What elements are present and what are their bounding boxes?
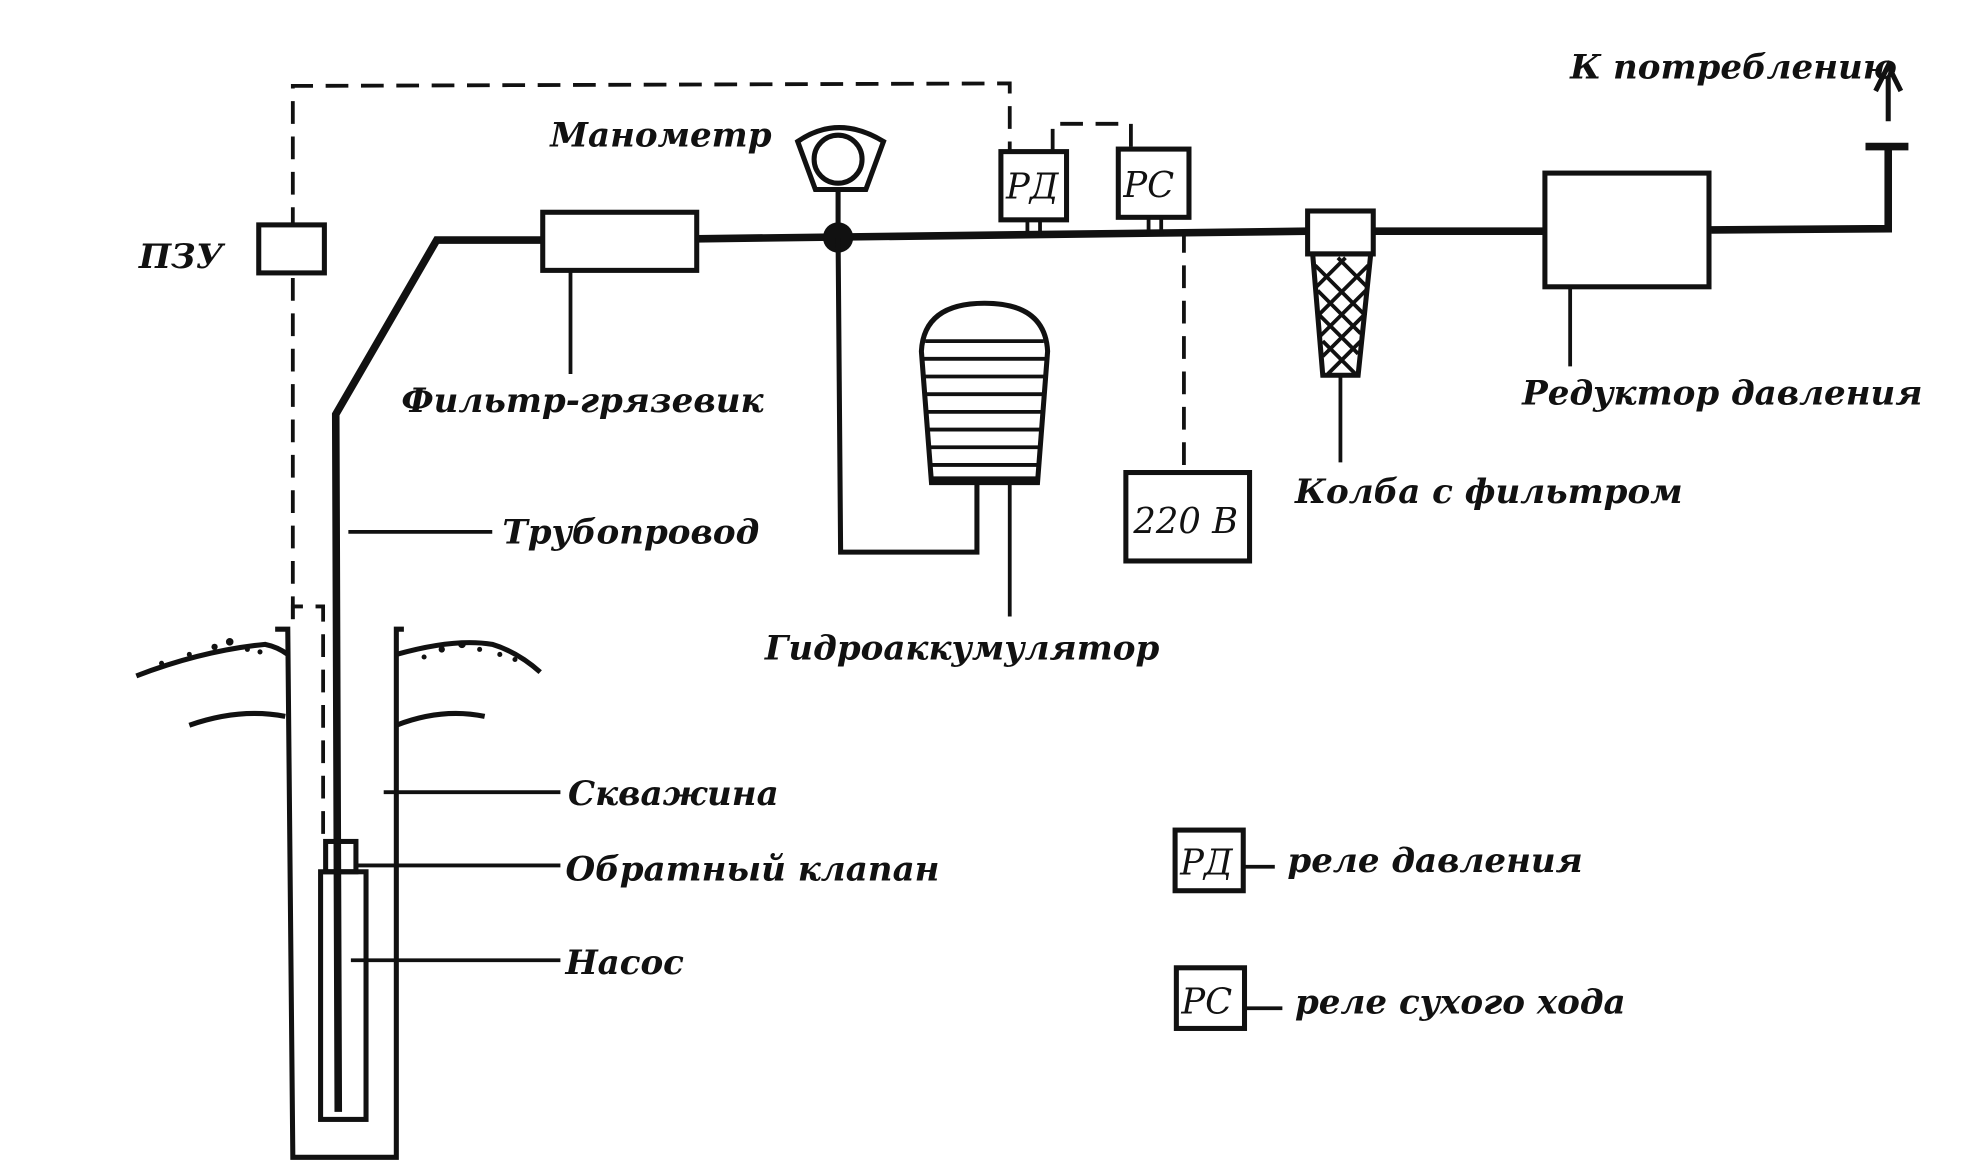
well-label: Скважина — [568, 774, 779, 814]
mud-filter — [540, 209, 700, 273]
legend: РД реле давления РС реле сухого хода — [1172, 827, 1626, 1031]
consumption-arrow-icon — [1873, 60, 1904, 122]
accumulator-tank — [918, 300, 1051, 486]
legend-dry-run-relay-text: реле сухого хода — [1295, 982, 1626, 1022]
check-valve-label: Обратный клапан — [565, 850, 939, 890]
legend-pressure-relay-text: реле давления — [1287, 841, 1582, 881]
manometer-label: Манометр — [549, 116, 771, 156]
ground-left-lower — [188, 710, 286, 728]
manometer-icon — [794, 125, 887, 193]
legend-dry-run-relay-code: РС — [1180, 981, 1232, 1022]
pressure-reducer-label: Редуктор давления — [1521, 373, 1922, 413]
manometer-dial — [811, 132, 865, 186]
dry-run-relay-code: РС — [1122, 165, 1174, 206]
accumulator-label: Гидроаккумулятор — [764, 629, 1160, 669]
filter-flask-head — [1305, 208, 1376, 257]
dry-run-relay-ports — [1146, 217, 1164, 235]
legend-pressure-relay-box — [1172, 827, 1246, 894]
pressure-relay-code: РД — [1005, 166, 1060, 207]
filter-flask-label: Колба с фильтром — [1294, 472, 1683, 512]
mud-filter-label: Фильтр-грязевик — [401, 381, 764, 421]
ground-right — [395, 640, 542, 675]
legend-dry-run-relay-box — [1173, 965, 1248, 1031]
pipeline-segment-4 — [1711, 149, 1893, 234]
pipeline-segment-2 — [696, 227, 1308, 243]
consumption-label: К потреблению — [1569, 47, 1897, 87]
control-cable-pump — [290, 604, 326, 847]
pressure-reducer-box — [1542, 170, 1712, 290]
accumulator-pipe — [835, 237, 980, 555]
legend-pressure-relay-code: РД — [1179, 842, 1234, 883]
pressure-relay-box — [998, 149, 1070, 223]
control-cable-rd-rs — [1050, 121, 1133, 155]
power-supply-box — [1123, 470, 1253, 564]
ground-right-lower — [395, 710, 486, 728]
soil-texture — [159, 638, 518, 666]
dry-run-relay-box — [1115, 146, 1192, 220]
power-supply-label: 220 В — [1132, 501, 1238, 542]
pzu-label: ПЗУ — [138, 237, 226, 277]
pressure-relay-ports — [1025, 219, 1042, 235]
ground-left — [135, 641, 290, 679]
accumulator-stripes — [923, 339, 1046, 467]
main-pipeline — [331, 236, 543, 1112]
pzu-box — [256, 222, 327, 276]
pump-label: Насос — [564, 943, 684, 983]
filter-mesh — [1313, 256, 1370, 376]
well-casing — [275, 626, 404, 1160]
pipeline-label: Трубопровод — [502, 512, 759, 552]
pump — [318, 869, 369, 1122]
